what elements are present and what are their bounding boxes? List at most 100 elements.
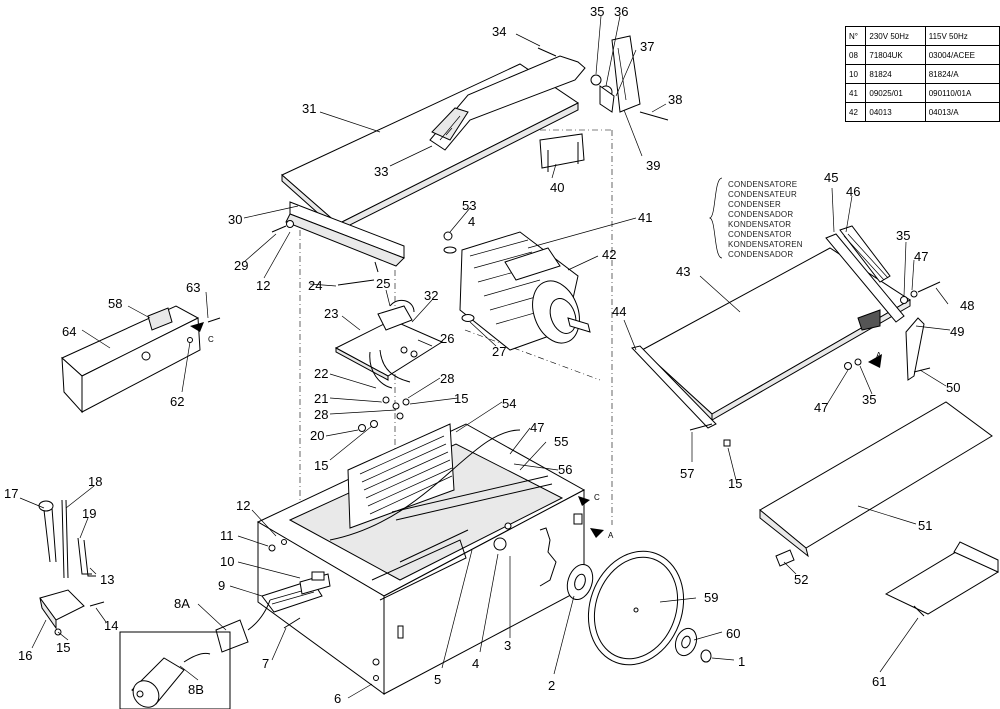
part-label: 46 <box>846 184 860 199</box>
table-cell: 08 <box>844 45 867 65</box>
part-label: 14 <box>104 618 118 633</box>
table-cell: 04013 <box>865 102 926 122</box>
table-cell: 71804UK <box>865 45 926 65</box>
base-cabinet <box>256 423 586 695</box>
part-label: 28 <box>440 371 454 386</box>
part-label: 38 <box>668 92 682 107</box>
table-header-cell: 115V 50Hz <box>924 26 1000 46</box>
table-cell: 090110/01A <box>924 83 1000 103</box>
top-cover-assembly <box>281 55 586 233</box>
arrow-c-cabinet <box>578 496 590 506</box>
part-label: 2 <box>548 678 555 693</box>
mark-c-left: C <box>208 335 214 344</box>
part-label: 3 <box>504 638 511 653</box>
part-label: 39 <box>646 158 660 173</box>
table-row: 08 71804UK 03004/ACEE <box>844 45 1000 65</box>
part-label: 41 <box>638 210 652 225</box>
part-label: 22 <box>314 366 328 381</box>
part-label: 58 <box>108 296 122 311</box>
part-label: 53 <box>462 198 476 213</box>
condenser-name: CONDENSADOR <box>728 250 793 259</box>
capacitor-16 <box>39 589 105 636</box>
part-label: 36 <box>614 4 628 19</box>
part-label: 64 <box>62 324 76 339</box>
side-panel <box>61 305 221 414</box>
table-cell: 81824/A <box>924 64 1000 84</box>
part-label: 32 <box>424 288 438 303</box>
switch-assembly <box>261 539 331 629</box>
leader-lines <box>19 15 951 699</box>
part-label: 6 <box>334 691 341 706</box>
part-label: 26 <box>440 331 454 346</box>
part-label: 23 <box>324 306 338 321</box>
condenser-name: KONDENSATOREN <box>728 240 803 249</box>
table-cell: 42 <box>844 102 867 122</box>
industrial-plug <box>131 652 211 708</box>
part-label: 20 <box>310 428 324 443</box>
feed-tray <box>759 401 993 567</box>
part-label: 15 <box>56 640 70 655</box>
tension-bracket <box>537 35 669 121</box>
mount-plate <box>334 299 444 389</box>
part-label: 52 <box>794 572 808 587</box>
arrow-a-cabinet <box>590 528 604 538</box>
part-label: 28 <box>314 407 328 422</box>
part-label: 47 <box>530 420 544 435</box>
condenser-name: KONDENSATOR <box>728 220 791 229</box>
part-label: 61 <box>872 674 886 689</box>
table-cell: 09025/01 <box>865 83 926 103</box>
part-label: 25 <box>376 276 390 291</box>
mark-a-right: A <box>876 351 882 360</box>
part-label: 55 <box>554 434 568 449</box>
part-label: 7 <box>262 656 269 671</box>
part-label: 15 <box>454 391 468 406</box>
tools <box>38 499 96 579</box>
part-label: 40 <box>550 180 564 195</box>
part-label: 47 <box>814 400 828 415</box>
uk-plug <box>215 599 271 653</box>
arrow-c-left <box>190 322 204 332</box>
part-label: 1 <box>738 654 745 669</box>
part-label: 42 <box>602 247 616 262</box>
part-label: 24 <box>308 278 322 293</box>
condenser-name: CONDENSATOR <box>728 230 792 239</box>
part-label: 4 <box>472 656 479 671</box>
reference-table: N° 230V 50Hz 115V 50Hz 08 71804UK 03004/… <box>844 26 1000 122</box>
condenser-name: CONDENSADOR <box>728 210 793 219</box>
part-label: 12 <box>256 278 270 293</box>
part-label: 19 <box>82 506 96 521</box>
condenser-name: CONDENSER <box>728 200 781 209</box>
part-label: 33 <box>374 164 388 179</box>
part-label: 51 <box>918 518 932 533</box>
part-label: 27 <box>492 344 506 359</box>
condenser-name: CONDENSATEUR <box>728 190 797 199</box>
part-label: 18 <box>88 474 102 489</box>
condenser-name: CONDENSATORE <box>728 180 797 189</box>
part-label: 43 <box>676 264 690 279</box>
pulleys <box>566 550 712 666</box>
part-label: 35 <box>862 392 876 407</box>
part-label: 5 <box>434 672 441 687</box>
part-label: 35 <box>896 228 910 243</box>
part-label: 21 <box>314 391 328 406</box>
part-label: 37 <box>640 39 654 54</box>
part-label: 45 <box>824 170 838 185</box>
part-label: 60 <box>726 626 740 641</box>
rail-screws <box>271 220 294 233</box>
part-label: 10 <box>220 554 234 569</box>
mark-a-cabinet: A <box>608 531 614 540</box>
chute <box>884 541 1000 617</box>
part-label: 59 <box>704 590 718 605</box>
direction-arrows <box>190 322 882 538</box>
part-label: 47 <box>914 249 928 264</box>
table-cell: 04013/A <box>924 102 1000 122</box>
part-label: 15 <box>728 476 742 491</box>
part-label: 63 <box>186 280 200 295</box>
part-label: 48 <box>960 298 974 313</box>
table-header-row: N° 230V 50Hz 115V 50Hz <box>844 26 1000 46</box>
part-label: 4 <box>468 214 475 229</box>
part-label: 62 <box>170 394 184 409</box>
part-label: 15 <box>314 458 328 473</box>
plate-hardware <box>337 279 410 432</box>
part-label: 11 <box>220 528 234 543</box>
